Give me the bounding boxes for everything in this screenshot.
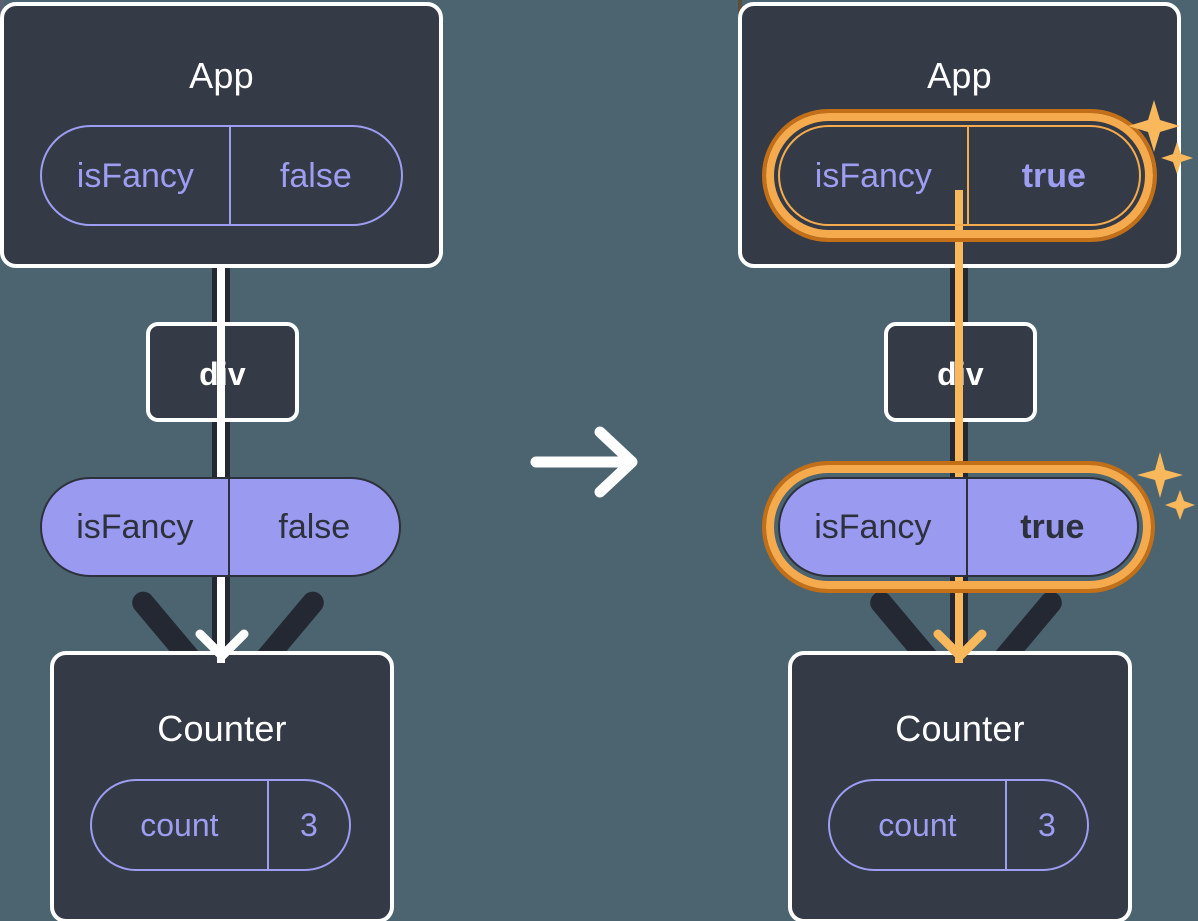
prop-pill-value: true xyxy=(966,127,1139,224)
component-title-counter: Counter xyxy=(895,708,1025,749)
component-title-app: App xyxy=(927,55,992,96)
arrow-right-icon xyxy=(528,424,650,500)
component-title-app: App xyxy=(189,55,254,96)
connector-trunk-inner xyxy=(217,268,225,663)
prop-pill-label: isFancy xyxy=(814,156,932,195)
component-title-counter: Counter xyxy=(157,708,287,749)
panel-before: App isFancy false div isFancy false Coun… xyxy=(0,0,460,921)
panel-after: App isFancy true div isFancy true Counte… xyxy=(738,0,1198,921)
state-pill-value: true xyxy=(965,479,1137,575)
prop-pill-counter-count[interactable]: count 3 xyxy=(828,779,1089,871)
prop-pill-app-isfancy[interactable]: isFancy false xyxy=(40,125,403,226)
connector-trunk-inner-highlighted xyxy=(955,190,963,663)
state-pill-label: isFancy xyxy=(76,508,194,546)
prop-pill-value: false xyxy=(228,127,401,224)
arrowhead-icon xyxy=(186,600,258,672)
prop-pill-counter-count[interactable]: count 3 xyxy=(90,779,351,871)
state-pill-label: isFancy xyxy=(814,508,932,546)
state-pill-value: false xyxy=(227,479,399,575)
prop-pill-value: 3 xyxy=(266,781,349,869)
prop-pill-value: 3 xyxy=(1004,781,1087,869)
prop-pill-app-isfancy[interactable]: isFancy true xyxy=(778,125,1141,226)
state-pill-isfancy[interactable]: isFancy true xyxy=(778,477,1139,577)
prop-pill-label: count xyxy=(878,807,957,843)
prop-pill-label: isFancy xyxy=(76,156,194,195)
state-pill-isfancy[interactable]: isFancy false xyxy=(40,477,401,577)
prop-pill-label: count xyxy=(140,807,219,843)
arrowhead-icon xyxy=(924,600,996,672)
